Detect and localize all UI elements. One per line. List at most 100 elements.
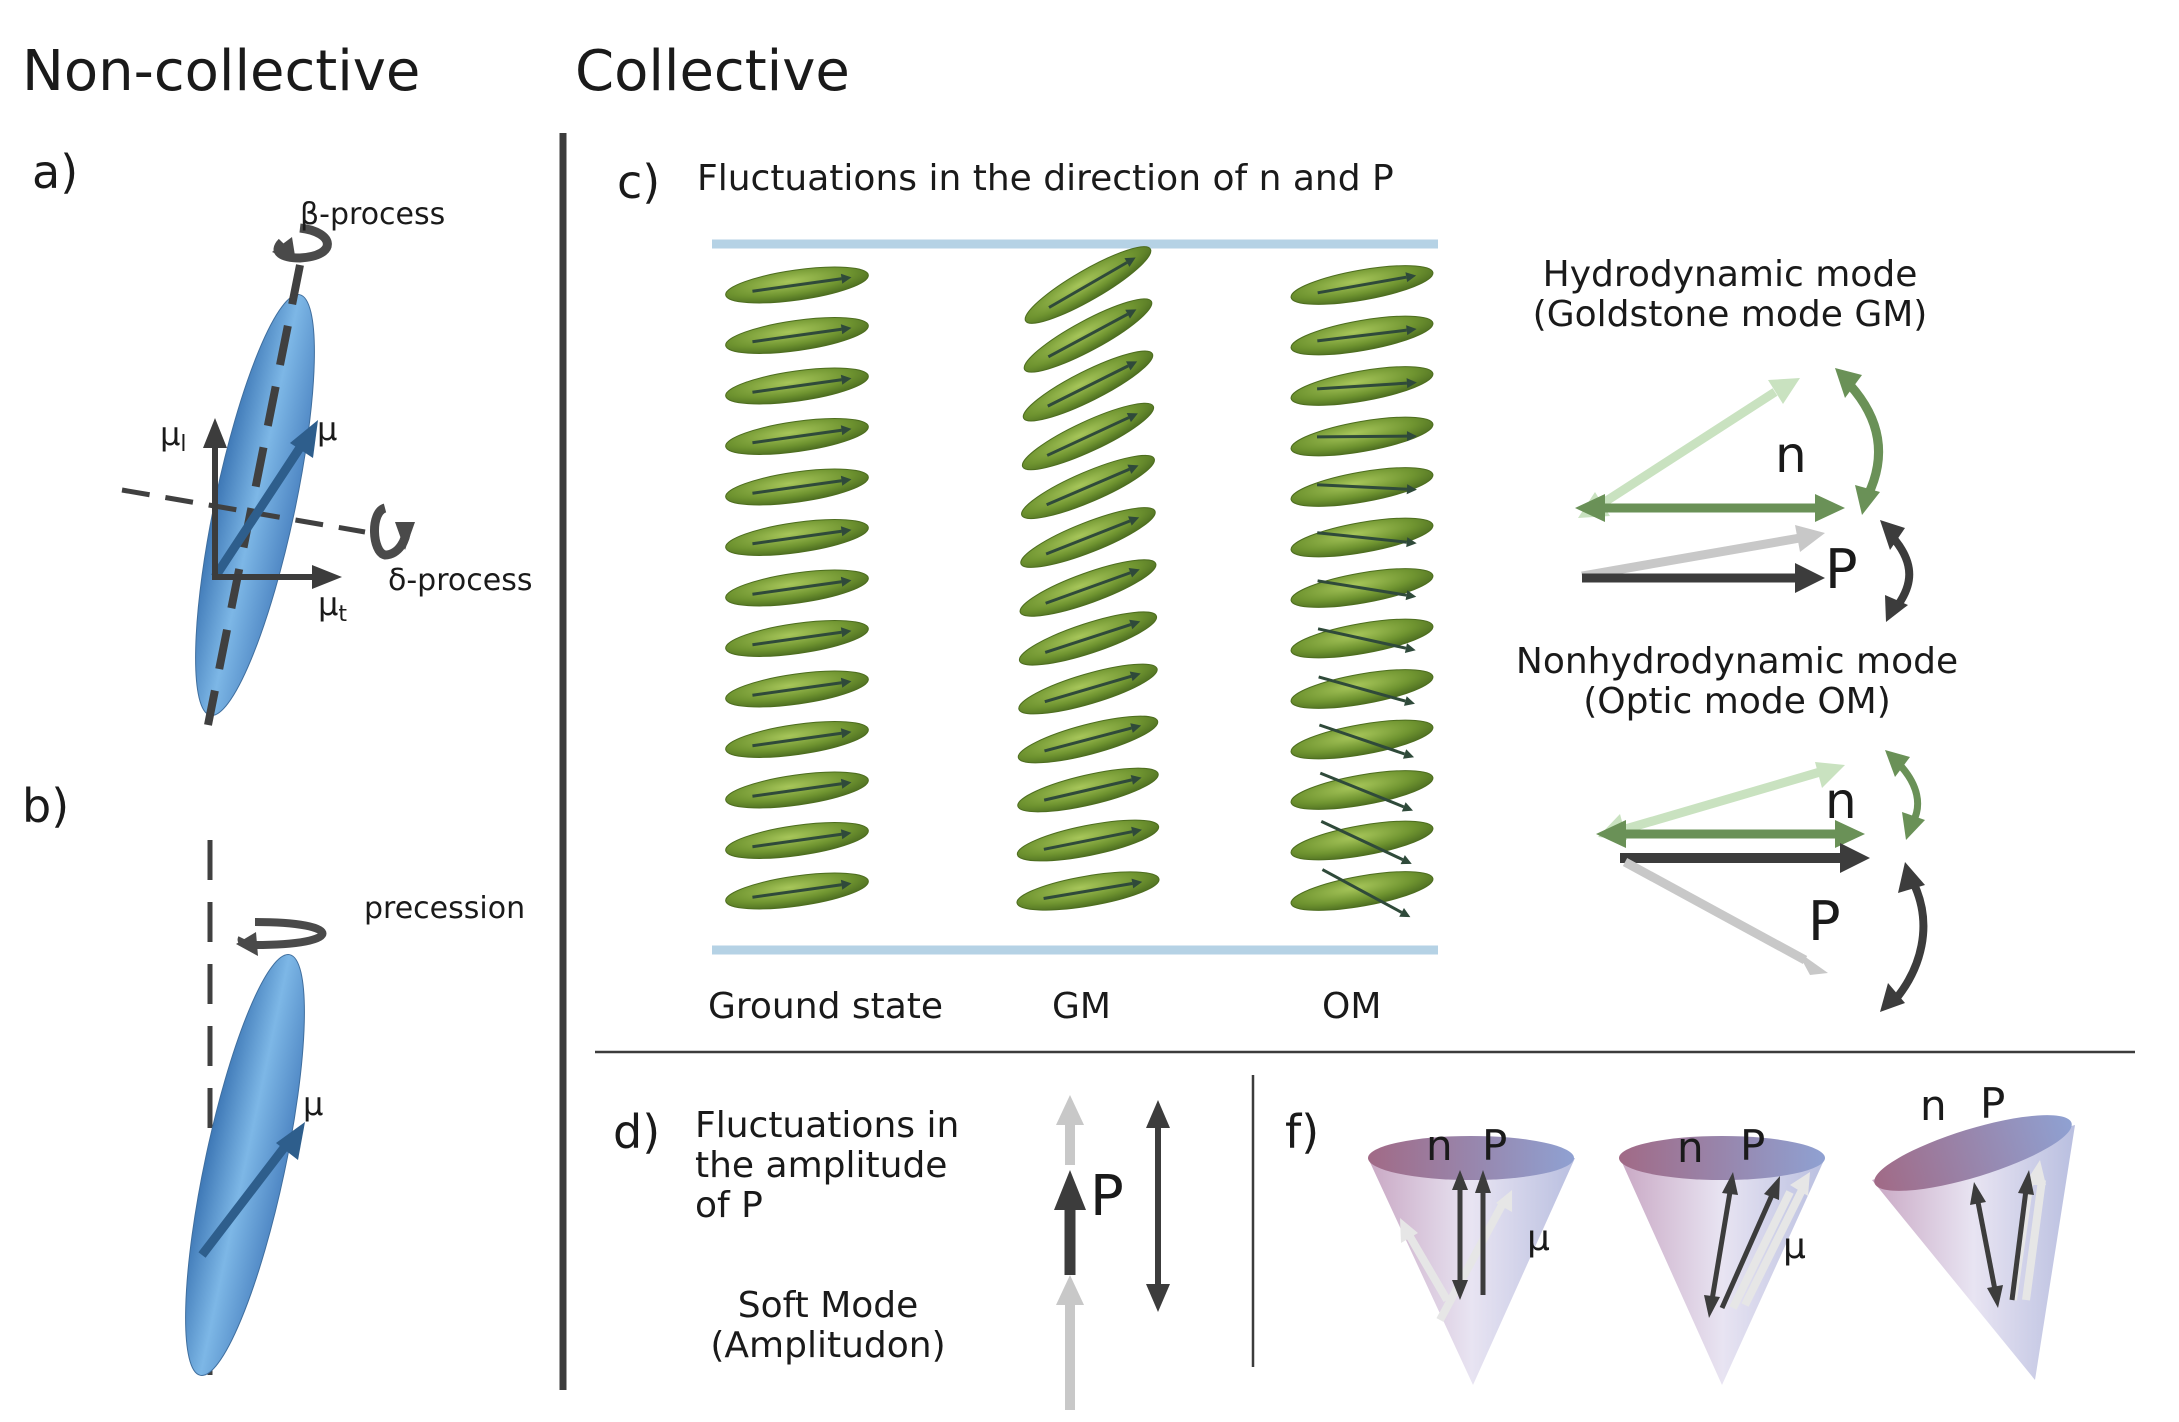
dipole-arrowhead-om-0-icon xyxy=(1405,272,1417,283)
long-axis-a xyxy=(204,264,304,726)
panel-d-text-line2: the amplitude xyxy=(695,1145,947,1186)
p-rotation-curve-om xyxy=(1891,878,1928,1003)
dipole-arrowhead-ground-4-icon xyxy=(840,475,852,486)
dipole-arrowhead-om-2-icon xyxy=(1406,378,1417,389)
p-amplitude-head-icon xyxy=(1054,1170,1086,1210)
cone-3-top xyxy=(1874,1115,2072,1191)
n-label-om: n xyxy=(1825,772,1857,830)
panel-a: a) β-process δ-process μl μ μt xyxy=(32,145,532,726)
panel-d-text-line3: of P xyxy=(695,1185,763,1226)
cone-1-n-head-bottom-icon xyxy=(1452,1280,1468,1300)
cone-2-top xyxy=(1619,1136,1825,1180)
dipole-arrow-gm-9 xyxy=(1044,726,1132,753)
dipole-arrowhead-om-1-icon xyxy=(1406,325,1417,336)
cone-2-mu-arrow-2 xyxy=(1741,1188,1806,1307)
precession-label: precession xyxy=(364,891,525,926)
dipole-arrowhead-gm-9-icon xyxy=(1130,723,1142,733)
dipole-arrow-gm-11 xyxy=(1043,830,1133,851)
p-tilted-arrow xyxy=(1581,533,1801,581)
panel-a-label: a) xyxy=(32,145,78,199)
column-label-om: OM xyxy=(1322,986,1381,1027)
cone-2-mu-arrow-1 xyxy=(1729,1190,1794,1310)
dipole-arrow-ground-10 xyxy=(752,782,842,798)
dipole-arrow-ground-5 xyxy=(752,529,842,546)
cone-3-p-head-icon xyxy=(2018,1170,2034,1195)
cone-1-mu-right-head-icon xyxy=(1496,1190,1512,1212)
dipole-arrowhead-om-8-icon xyxy=(1403,696,1415,706)
dipole-arrow-om-12 xyxy=(1321,868,1403,914)
p-rotation-curve xyxy=(1891,537,1914,608)
n-rotation-om-head-bottom-icon xyxy=(1902,812,1925,840)
n-tilted-arrow-om xyxy=(1620,767,1822,835)
dipole-arrow-ground-7 xyxy=(752,630,842,647)
p-tilted-om-head-icon xyxy=(1797,951,1828,975)
cone-2-p-label: P xyxy=(1740,1121,1765,1170)
dipole-arrow-gm-8 xyxy=(1044,674,1132,704)
molecule-stacks xyxy=(725,246,1434,918)
p-label-om: P xyxy=(1808,890,1841,953)
dipole-arrowhead-ground-3-icon xyxy=(840,425,852,436)
cone-3-n-label: n xyxy=(1920,1081,1947,1130)
dipole-arrow-om-4 xyxy=(1316,483,1408,491)
cone-1-mu-left-head-icon xyxy=(1400,1218,1418,1243)
dipole-arrow-ground-1 xyxy=(752,327,842,344)
cone-1-p-label: P xyxy=(1482,1121,1507,1170)
dipole-arrowhead-om-9-icon xyxy=(1402,749,1415,759)
dipole-arrowhead-gm-1-icon xyxy=(1125,309,1137,319)
dipole-arrow-ground-8 xyxy=(752,681,842,697)
p-label-hydro: P xyxy=(1825,538,1858,601)
dipole-arrowhead-gm-6-icon xyxy=(1128,568,1140,578)
molecule-ellipsoid-b xyxy=(185,954,305,1376)
dipole-arrowhead-gm-8-icon xyxy=(1129,671,1141,682)
mu-arrowhead-b-icon xyxy=(276,1122,305,1160)
amplitude-double-head-top-icon xyxy=(1146,1100,1170,1128)
dipole-arrowhead-om-6-icon xyxy=(1405,590,1417,601)
beta-process-label: β-process xyxy=(300,197,445,232)
dipole-arrow-ground-9 xyxy=(752,731,842,748)
dipole-arrow-ground-12 xyxy=(752,883,842,899)
cone-2-mu-head-icon xyxy=(1790,1172,1810,1196)
panel-d-label: d) xyxy=(613,1105,660,1159)
hydro-arrows: n P xyxy=(1575,368,1914,622)
dipole-arrow-om-1 xyxy=(1317,328,1407,343)
dipole-arrowhead-gm-5-icon xyxy=(1128,516,1140,526)
dipole-arrowhead-om-3-icon xyxy=(1406,431,1417,442)
dipole-arrowhead-om-11-icon xyxy=(1400,855,1412,865)
dipole-arrowhead-om-10-icon xyxy=(1401,802,1413,812)
mu-t-arrowhead-icon xyxy=(312,565,342,589)
n-arrow-hydro-head-end-icon xyxy=(1815,494,1845,522)
dipole-arrow-om-7 xyxy=(1317,627,1407,650)
n-rotation-curve xyxy=(1846,382,1883,497)
dipole-arrow-om-0 xyxy=(1317,275,1407,295)
molecule-ellipsoid-a xyxy=(195,294,315,716)
n-rotation-om-head-top-icon xyxy=(1885,750,1910,777)
mu-arrowhead-a-icon xyxy=(290,420,318,458)
dipole-arrowhead-gm-3-icon xyxy=(1126,413,1138,423)
n-label-hydro: n xyxy=(1775,426,1807,484)
dipole-arrow-ground-11 xyxy=(752,832,842,849)
precession-arrowhead-icon xyxy=(236,932,258,956)
cone-2-n-head-top-icon xyxy=(1722,1172,1738,1195)
soft-mode-line2: (Amplitudon) xyxy=(710,1325,945,1366)
dipole-arrowhead-gm-2-icon xyxy=(1125,361,1138,371)
panel-b: b) precession μ xyxy=(22,779,525,1376)
cone-3: n P xyxy=(1872,1079,2075,1380)
dipole-arrow-om-10 xyxy=(1319,771,1405,809)
dipole-arrowhead-ground-12-icon xyxy=(840,879,852,890)
cone-1-top xyxy=(1368,1136,1574,1180)
dipole-arrow-gm-7 xyxy=(1044,623,1132,654)
cone-2: n P μ xyxy=(1619,1121,1825,1385)
cone-3-p-label: P xyxy=(1980,1079,2005,1128)
mu-t-label: μt xyxy=(318,585,347,627)
dipole-arrowhead-gm-10-icon xyxy=(1130,775,1142,785)
dipole-arrowhead-om-12-icon xyxy=(1399,908,1411,918)
nonhydro-title-line2: (Optic mode OM) xyxy=(1583,681,1891,722)
nonhydro-title-line1: Nonhydrodynamic mode xyxy=(1516,641,1958,682)
p-rotation-head-top-icon xyxy=(1880,520,1905,550)
nonhydro-arrows: n P xyxy=(1596,750,1928,1012)
dipole-arrow-gm-5 xyxy=(1045,519,1131,556)
cone-2-n-arrow xyxy=(1709,1191,1733,1301)
n-arrow-om-head-start-icon xyxy=(1596,820,1626,848)
cone-3-mu-arrow-2 xyxy=(2022,1179,2046,1301)
